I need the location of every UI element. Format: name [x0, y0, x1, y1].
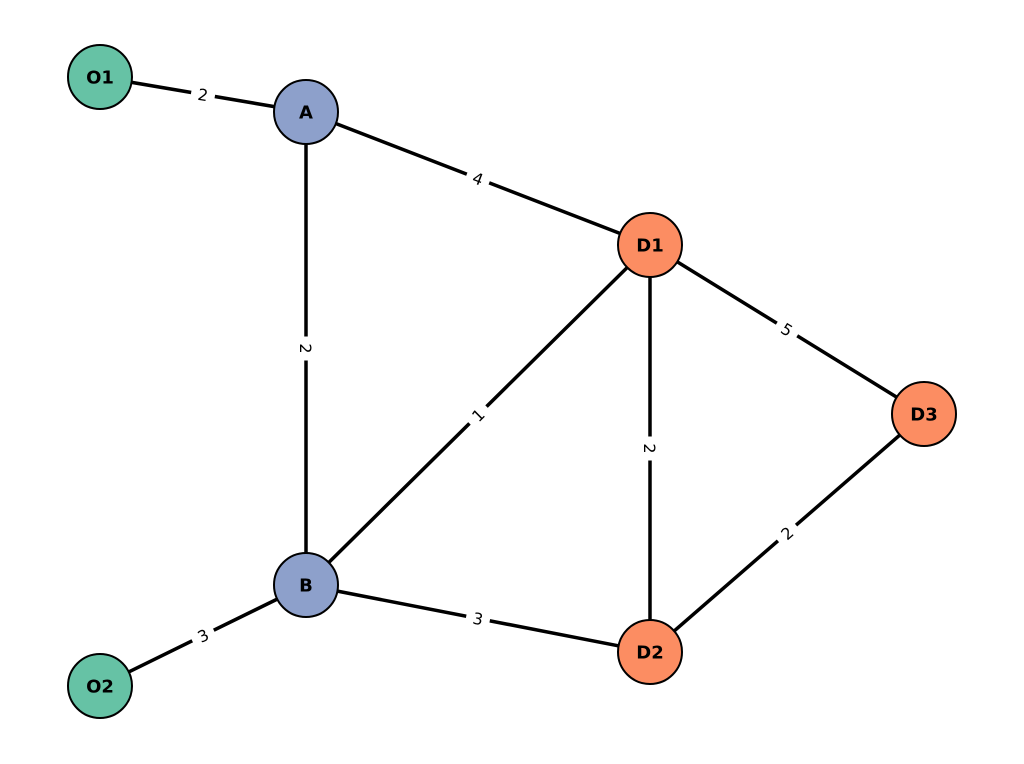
- node-O2: [67, 653, 133, 719]
- edge-weight-bg-B-D1: [463, 400, 493, 430]
- edge-weight-bg-O1-A: [190, 82, 216, 107]
- edge-weight-group-B-D2: 3: [464, 606, 492, 631]
- edge-weight-group-A-D1: 4: [464, 165, 492, 192]
- edge-weight-group-A-B: 2: [295, 336, 317, 361]
- edge-weight-bg-A-B: [295, 336, 317, 361]
- node-B: [273, 552, 339, 618]
- edge-weight-bg-O2-B: [188, 622, 218, 649]
- edge-weight-group-D1-D3: 5: [772, 315, 802, 344]
- node-label-D2: D2: [636, 643, 663, 664]
- node-label-B: B: [299, 576, 313, 597]
- edge-weight-bg-D1-D2: [639, 436, 661, 461]
- edge-weight-B-D2: 3: [471, 609, 485, 630]
- node-label-A: A: [299, 103, 313, 124]
- node-label-O1: O1: [86, 68, 114, 89]
- edge-weight-group-O1-A: 2: [190, 82, 216, 107]
- node-D3: [891, 381, 957, 447]
- edge-weight-O1-A: 2: [196, 85, 209, 105]
- edge-weight-group-B-D1: 1: [463, 400, 493, 430]
- edge-weight-bg-D1-D3: [772, 315, 802, 344]
- edge-weight-group-D1-D2: 2: [639, 436, 661, 461]
- node-D1: [617, 212, 683, 278]
- node-label-O2: O2: [86, 677, 114, 698]
- edge-weight-bg-D2-D3: [772, 518, 802, 548]
- edge-weight-bg-A-D1: [464, 165, 492, 192]
- edge-weight-bg-B-D2: [464, 606, 492, 631]
- edge-weight-group-D2-D3: 2: [772, 518, 802, 548]
- edge-weight-D1-D2: 2: [640, 443, 659, 453]
- node-label-D3: D3: [910, 405, 937, 426]
- node-D2: [617, 619, 683, 685]
- edge-weight-A-B: 2: [296, 343, 315, 353]
- node-A: [273, 79, 339, 145]
- node-label-D1: D1: [636, 236, 663, 257]
- node-O1: [67, 44, 133, 110]
- edge-weight-group-O2-B: 3: [188, 622, 218, 649]
